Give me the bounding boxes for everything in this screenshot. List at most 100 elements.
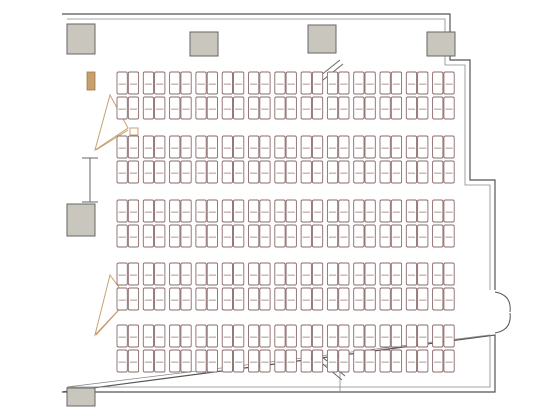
desk <box>326 71 350 120</box>
chair <box>311 349 324 373</box>
chair <box>364 349 376 373</box>
chair <box>195 349 207 373</box>
chair <box>443 224 455 248</box>
chair <box>353 349 365 373</box>
chair <box>206 224 218 248</box>
chair <box>142 224 155 248</box>
desk <box>379 199 403 248</box>
desk <box>142 324 166 373</box>
chair <box>127 135 140 159</box>
pillar <box>189 31 219 57</box>
desk <box>432 135 455 184</box>
desk <box>353 262 376 311</box>
chair <box>142 96 155 120</box>
chair <box>248 199 260 223</box>
chair <box>169 324 181 348</box>
chair <box>274 262 286 286</box>
chair <box>300 199 312 223</box>
chair <box>432 135 444 159</box>
chair <box>116 96 128 120</box>
pillar <box>66 387 96 407</box>
chair <box>443 324 455 348</box>
desk <box>142 199 166 248</box>
chair <box>432 96 444 120</box>
chair <box>274 287 286 311</box>
desk <box>169 71 192 120</box>
chair <box>417 224 429 248</box>
desk <box>221 324 245 373</box>
chair <box>300 224 312 248</box>
chair <box>311 262 324 286</box>
chair <box>248 135 260 159</box>
chair <box>233 160 245 184</box>
chair <box>405 96 418 120</box>
desk <box>169 199 192 248</box>
chair <box>379 224 391 248</box>
chair <box>379 262 391 286</box>
chair <box>417 71 429 95</box>
chair <box>390 224 403 248</box>
pillar <box>307 24 337 54</box>
chair <box>274 71 286 95</box>
chair <box>169 71 181 95</box>
desk <box>221 71 245 120</box>
chair <box>285 135 297 159</box>
chair <box>405 135 418 159</box>
desk <box>432 71 455 120</box>
chair <box>206 160 218 184</box>
chair <box>353 160 365 184</box>
desk <box>116 324 140 373</box>
chair <box>127 349 140 373</box>
chair <box>233 135 245 159</box>
seating-block <box>116 199 455 248</box>
desk <box>300 199 324 248</box>
chair <box>338 199 350 223</box>
chair <box>300 96 312 120</box>
chair <box>259 160 271 184</box>
pillar <box>66 23 96 55</box>
chair <box>379 199 391 223</box>
desk <box>300 262 324 311</box>
chair <box>326 287 339 311</box>
chair <box>206 262 218 286</box>
chair <box>285 287 297 311</box>
desk <box>274 199 297 248</box>
chair <box>233 96 245 120</box>
chair <box>285 160 297 184</box>
chair <box>154 349 166 373</box>
chair <box>390 199 403 223</box>
chair <box>311 160 324 184</box>
chair <box>432 349 444 373</box>
chair <box>443 160 455 184</box>
chair <box>169 135 181 159</box>
chair <box>285 71 297 95</box>
chair <box>390 135 403 159</box>
desk <box>300 135 324 184</box>
chair <box>259 135 271 159</box>
chair <box>221 96 233 120</box>
chair <box>142 287 155 311</box>
chair <box>417 324 429 348</box>
chair <box>338 160 350 184</box>
chair <box>300 349 312 373</box>
chair <box>326 349 339 373</box>
chair <box>248 224 260 248</box>
pillar <box>66 203 96 237</box>
desk <box>326 199 350 248</box>
chair <box>127 324 140 348</box>
chair <box>233 262 245 286</box>
chair <box>326 135 339 159</box>
desk <box>353 324 376 373</box>
desk <box>169 324 192 373</box>
chair <box>285 96 297 120</box>
chair <box>180 262 192 286</box>
chair <box>379 96 391 120</box>
desk <box>405 71 429 120</box>
chair <box>259 224 271 248</box>
chair <box>405 287 418 311</box>
chair <box>142 324 155 348</box>
chair <box>180 160 192 184</box>
chair <box>364 71 376 95</box>
chair <box>285 224 297 248</box>
chair <box>364 287 376 311</box>
